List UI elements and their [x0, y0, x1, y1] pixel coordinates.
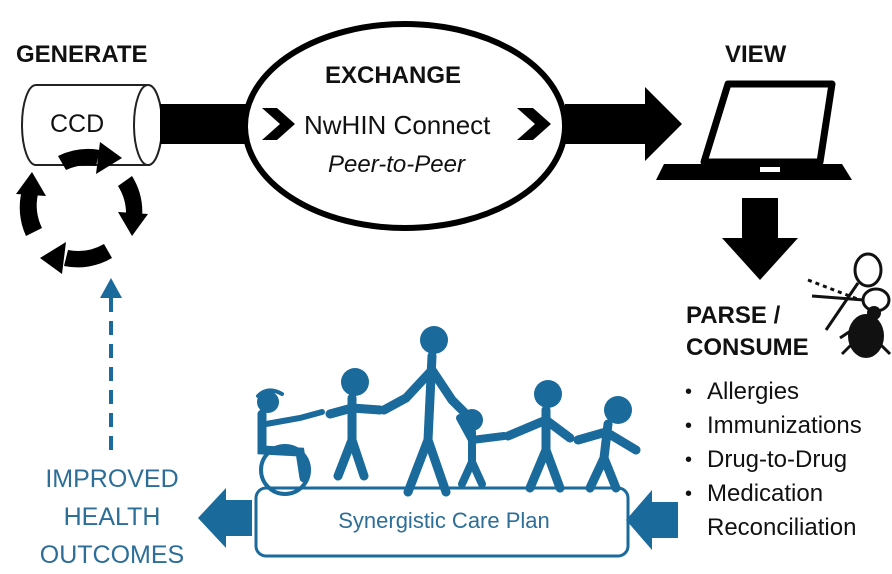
list-item-label: Drug-to-Drug [707, 446, 848, 473]
chevron-right-icon [517, 108, 551, 140]
bullet-icon: • [685, 449, 693, 471]
ccd-label: CCD [50, 110, 105, 138]
exchange-title: EXCHANGE [325, 62, 462, 89]
outcomes-line: HEALTH [63, 503, 161, 531]
generate-title: GENERATE [16, 41, 148, 68]
arrow-view-to-parse [722, 198, 798, 280]
view-title: VIEW [725, 41, 787, 68]
bullet-icon: • [685, 483, 693, 505]
outcomes-label: IMPROVED HEALTH OUTCOMES [24, 460, 200, 574]
parse-consume-title: PARSE / CONSUME [686, 300, 809, 364]
diagram-graphics [16, 21, 892, 558]
arrow-outcomes-to-generate [100, 278, 122, 450]
laptop-icon [656, 80, 852, 180]
list-item-label: Immunizations [707, 412, 862, 439]
list-item: • Immunizations [683, 409, 862, 443]
care-plan-label: Synergistic Care Plan [338, 508, 550, 533]
list-item: • Drug-to-Drug [683, 443, 862, 477]
exchange-network: NwHIN Connect [304, 110, 491, 140]
arrow-exchange-to-view [565, 87, 682, 161]
bullet-icon: • [685, 381, 693, 403]
parse-line: PARSE / [686, 302, 781, 329]
arrow-careplan-to-outcomes [198, 488, 252, 548]
bug-icon [839, 306, 892, 358]
exchange-mode: Peer-to-Peer [328, 151, 465, 178]
bullet-icon: • [685, 415, 693, 437]
consume-line: CONSUME [686, 334, 809, 361]
chevron-right-icon [262, 108, 295, 140]
outcomes-line: IMPROVED [45, 465, 179, 493]
list-item-label: Medication [707, 480, 824, 507]
care-cycle-diagram: GENERATE CCD EXCHANGE NwHIN Connect Peer… [16, 21, 892, 569]
arrow-parse-to-careplan [626, 490, 678, 550]
outcomes-line: OUTCOMES [39, 541, 185, 569]
ccd-cylinder [21, 84, 163, 166]
list-item-continuation: Reconciliation [707, 514, 857, 541]
parsed-items-list: •Allergies •Immunizations •Drug-to-Drug … [683, 375, 862, 545]
people-group-icon [256, 326, 641, 497]
list-item-label: Allergies [707, 378, 800, 405]
list-item: • Allergies [683, 375, 862, 409]
cycle-arrows-icon [16, 142, 148, 274]
